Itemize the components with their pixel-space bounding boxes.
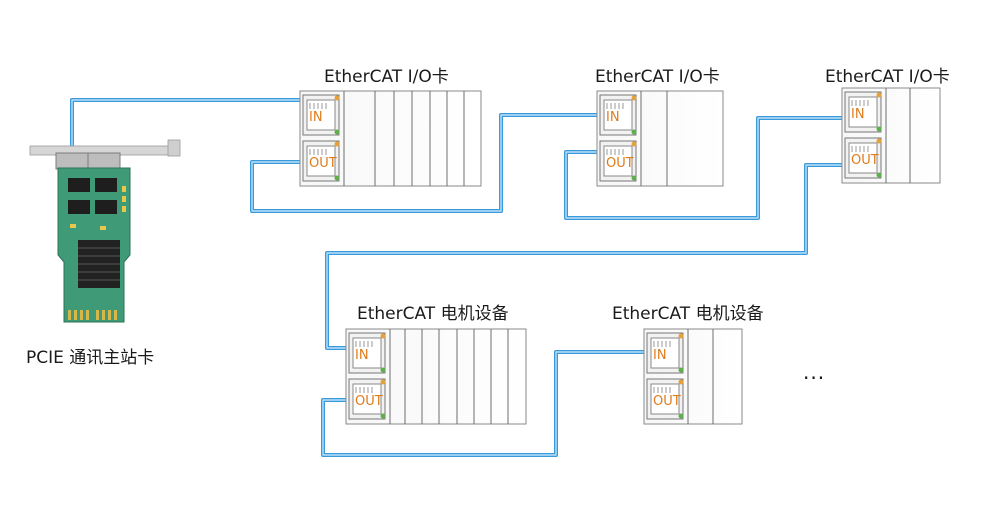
pcie-chip <box>68 200 90 214</box>
pcie-rj45-icon <box>55 152 89 170</box>
motor-device-2-port-in-label: IN <box>653 348 667 363</box>
status-led <box>334 129 340 135</box>
status-led <box>631 141 637 147</box>
rj45-icon <box>352 337 382 369</box>
io-card-1-module: IN OUT <box>299 90 482 187</box>
motor-device-1-port-out: OUT <box>348 378 386 420</box>
pcie-bracket-tab <box>167 139 181 157</box>
motor-device-2-label: EtherCAT 电机设备 <box>612 304 764 324</box>
motor-device-2-module: IN OUT <box>643 328 743 425</box>
status-led <box>380 379 386 385</box>
io-card-2-label: EtherCAT I/O卡 <box>595 67 720 87</box>
rj45-icon <box>306 145 336 177</box>
pcie-chip <box>95 200 117 214</box>
io-card-3-port-out-label: OUT <box>851 153 879 168</box>
status-led <box>876 92 882 98</box>
status-led <box>334 175 340 181</box>
status-led <box>631 95 637 101</box>
io-card-1-port-in-label: IN <box>309 110 323 125</box>
pcie-chip <box>95 178 117 192</box>
status-led <box>380 367 386 373</box>
io-card-3-label: EtherCAT I/O卡 <box>825 67 950 87</box>
io-card-3-module: IN OUT <box>841 87 941 184</box>
io-card-2-module: IN OUT <box>596 90 724 187</box>
motor-device-2-port-in: IN <box>646 332 684 374</box>
io-card-2-port-in-label: IN <box>606 110 620 125</box>
motor-device-2-port-out-label: OUT <box>653 394 681 409</box>
status-led <box>334 141 340 147</box>
continuation-ellipsis: ··· <box>803 366 826 390</box>
io-card-3-port-in-label: IN <box>851 107 865 122</box>
cable-pcie-to-io1 <box>70 98 309 152</box>
status-led <box>631 129 637 135</box>
io-card-1-port-in: IN <box>302 94 340 136</box>
io-card-3-port-out: OUT <box>844 137 882 179</box>
motor-device-1-port-in-label: IN <box>355 348 369 363</box>
rj45-icon <box>848 96 878 128</box>
status-led <box>678 379 684 385</box>
pcie-card <box>29 139 181 323</box>
io-card-1-port-out: OUT <box>302 140 340 182</box>
motor-device-1-port-in: IN <box>348 332 386 374</box>
rj45-icon <box>650 337 680 369</box>
status-led <box>380 413 386 419</box>
io-card-2-port-out: OUT <box>599 140 637 182</box>
status-led <box>380 333 386 339</box>
status-led <box>678 413 684 419</box>
pcie-rj45-icon <box>87 152 121 170</box>
pcie-chip <box>68 178 90 192</box>
motor-device-2-port-out: OUT <box>646 378 684 420</box>
io-card-2-port-in: IN <box>599 94 637 136</box>
rj45-icon <box>603 99 633 131</box>
cable-motor1-to-motor2 <box>321 350 651 457</box>
status-led <box>876 172 882 178</box>
rj45-icon <box>848 142 878 174</box>
status-led <box>334 95 340 101</box>
status-led <box>631 175 637 181</box>
status-led <box>876 126 882 132</box>
cable-io3-to-motor1 <box>325 163 846 350</box>
motor-device-1-module: IN OUT <box>345 328 527 425</box>
status-led <box>678 333 684 339</box>
modules-layer: IN OUT IN OUT IN OUT IN OUT IN OUT <box>299 87 941 425</box>
rj45-icon <box>650 383 680 415</box>
motor-device-1-port-out-label: OUT <box>355 394 383 409</box>
io-card-1-label: EtherCAT I/O卡 <box>324 67 449 87</box>
cable-io1-to-io2 <box>250 113 604 213</box>
motor-device-1-label: EtherCAT 电机设备 <box>357 304 509 324</box>
pcie-card-label: PCIE 通讯主站卡 <box>26 348 155 368</box>
io-card-2-port-out-label: OUT <box>606 156 634 171</box>
rj45-icon <box>306 99 336 131</box>
status-led <box>678 367 684 373</box>
cables <box>70 98 846 457</box>
io-card-3-port-in: IN <box>844 91 882 133</box>
status-led <box>876 138 882 144</box>
io-card-1-port-out-label: OUT <box>309 156 337 171</box>
rj45-icon <box>352 383 382 415</box>
rj45-icon <box>603 145 633 177</box>
cable-io2-to-io3 <box>564 116 846 220</box>
